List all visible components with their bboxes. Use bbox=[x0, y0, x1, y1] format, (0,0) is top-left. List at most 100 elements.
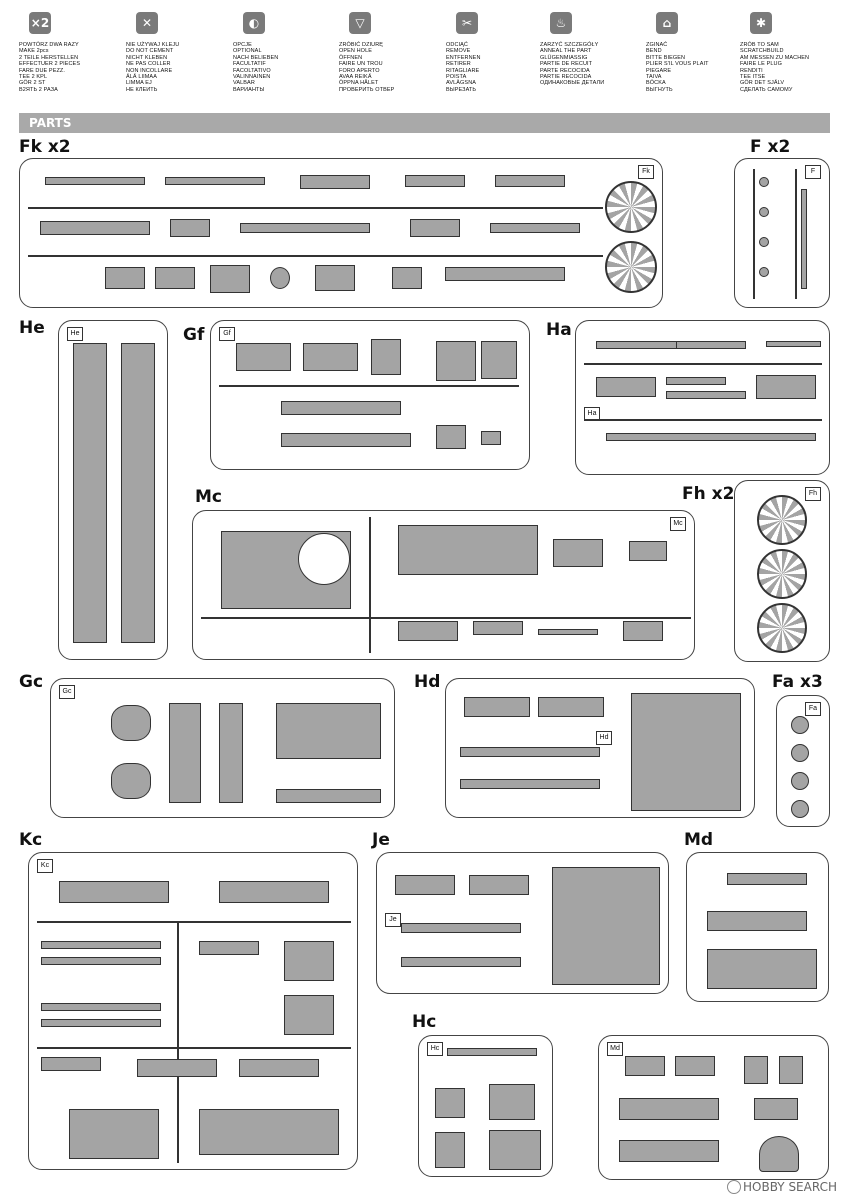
part bbox=[727, 873, 807, 885]
part bbox=[69, 1109, 159, 1159]
hatch-ring bbox=[298, 533, 350, 585]
sprue-label-hc: Hc bbox=[412, 1012, 437, 1032]
part bbox=[169, 703, 201, 803]
part bbox=[165, 177, 265, 185]
part bbox=[435, 1088, 465, 1118]
road-wheel bbox=[605, 241, 657, 293]
hobby-search-watermark: HOBBY SEARCH bbox=[727, 1180, 837, 1194]
sprue-label-fk: Fk x2 bbox=[19, 137, 71, 157]
sprue-tag-gc: Gc bbox=[59, 685, 75, 699]
part bbox=[111, 705, 151, 741]
part bbox=[155, 267, 195, 289]
make-2pcs-icon: ×2 bbox=[29, 12, 51, 34]
part bbox=[538, 629, 598, 635]
part bbox=[756, 375, 816, 399]
part bbox=[281, 433, 411, 447]
part bbox=[41, 957, 161, 965]
part bbox=[210, 265, 250, 293]
part bbox=[481, 341, 517, 379]
part bbox=[489, 1084, 535, 1120]
part bbox=[490, 223, 580, 233]
sprue-label-gc: Gc bbox=[19, 672, 44, 692]
part bbox=[300, 175, 370, 189]
part bbox=[405, 175, 465, 187]
sprue-label-he: He bbox=[19, 318, 45, 338]
part bbox=[481, 431, 501, 445]
part bbox=[371, 339, 401, 375]
part bbox=[199, 1109, 339, 1155]
sprue-label-fa: Fa x3 bbox=[772, 672, 823, 692]
sprue-fh: Fh bbox=[734, 480, 830, 662]
sprue-label-gf: Gf bbox=[183, 325, 205, 345]
part bbox=[489, 1130, 541, 1170]
part bbox=[240, 223, 370, 233]
sprue-tag-je: Je bbox=[385, 913, 401, 927]
flame-icon: ♨ bbox=[550, 12, 572, 34]
sprue-mc: Mc bbox=[192, 510, 695, 660]
part bbox=[239, 1059, 319, 1077]
part bbox=[276, 703, 381, 759]
part bbox=[401, 923, 521, 933]
part bbox=[199, 941, 259, 955]
road-wheel bbox=[605, 181, 657, 233]
part bbox=[270, 267, 290, 289]
part bbox=[666, 377, 726, 385]
part bbox=[619, 1140, 719, 1162]
part bbox=[676, 341, 746, 349]
part bbox=[791, 800, 809, 818]
open-hole-icon: ▽ bbox=[349, 12, 371, 34]
sprue-tag-f: F bbox=[805, 165, 821, 179]
sprocket bbox=[757, 549, 807, 599]
sprue-tag-kc: Kc bbox=[37, 859, 53, 873]
sprue-tag-hd: Hd bbox=[596, 731, 612, 745]
bend-icon: ⌂ bbox=[656, 12, 678, 34]
part bbox=[41, 1003, 161, 1011]
sprue-hc: Hc bbox=[418, 1035, 553, 1177]
part bbox=[553, 539, 603, 567]
part bbox=[219, 881, 329, 903]
part bbox=[464, 697, 530, 717]
sprue-je: Je bbox=[376, 852, 669, 994]
part bbox=[460, 779, 600, 789]
sprue-tag-mc: Mc bbox=[670, 517, 686, 531]
parts-section-bar: PARTS bbox=[19, 113, 830, 133]
sprue-tag-fk: Fk bbox=[638, 165, 654, 179]
part bbox=[447, 1048, 537, 1056]
sprue-tag-fa: Fa bbox=[805, 702, 821, 716]
part bbox=[395, 875, 455, 895]
sprue-label-kc: Kc bbox=[19, 830, 43, 850]
part bbox=[495, 175, 565, 187]
part bbox=[236, 343, 291, 371]
part bbox=[392, 267, 422, 289]
part bbox=[606, 433, 816, 441]
part bbox=[779, 1056, 803, 1084]
sprue-kc: Kc bbox=[28, 852, 358, 1170]
hull-side-left bbox=[73, 343, 107, 643]
part bbox=[401, 957, 521, 967]
remove-icon: ✂ bbox=[456, 12, 478, 34]
part bbox=[596, 377, 656, 397]
part bbox=[469, 875, 529, 895]
sprue-hd: Hd bbox=[445, 678, 755, 818]
hull-floor-plate bbox=[631, 693, 741, 811]
part bbox=[707, 911, 807, 931]
part bbox=[625, 1056, 665, 1076]
part bbox=[111, 763, 151, 799]
part bbox=[707, 949, 817, 989]
part bbox=[629, 541, 667, 561]
hull-floor-plate bbox=[552, 867, 660, 985]
part bbox=[744, 1056, 768, 1084]
part bbox=[41, 941, 161, 949]
sprue-label-mc: Mc bbox=[195, 487, 222, 507]
sprue-ha: Ha bbox=[575, 320, 830, 475]
part bbox=[766, 341, 821, 347]
part bbox=[473, 621, 523, 635]
part bbox=[791, 772, 809, 790]
